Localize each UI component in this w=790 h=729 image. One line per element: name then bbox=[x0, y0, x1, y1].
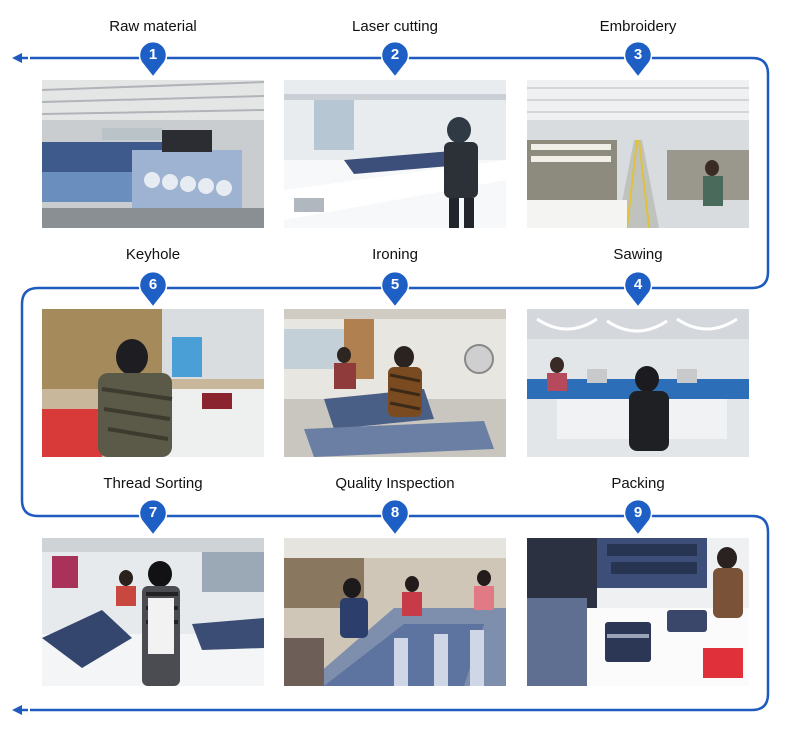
flow-connector-right-1 bbox=[20, 56, 770, 712]
pin-number-8: 8 bbox=[391, 504, 399, 521]
step-7-label: Thread Sorting bbox=[103, 475, 203, 492]
pin-number-3: 3 bbox=[634, 46, 642, 63]
pin-number-2: 2 bbox=[391, 46, 399, 63]
step-2-label: Laser cutting bbox=[352, 18, 438, 35]
pin-marker-7: 7 bbox=[137, 496, 169, 537]
photo-laser-cutting bbox=[284, 80, 506, 228]
pin-number-1: 1 bbox=[149, 46, 157, 63]
step-8-label: Quality Inspection bbox=[335, 475, 455, 492]
pin-number-9: 9 bbox=[634, 504, 642, 521]
photo-thread-sorting bbox=[42, 538, 264, 686]
step-4-label: Sawing bbox=[613, 246, 663, 263]
step-9-label: Packing bbox=[611, 475, 665, 492]
photo-ironing bbox=[284, 309, 506, 457]
step-6-label: Keyhole bbox=[125, 246, 181, 263]
step-1-label: Raw material bbox=[109, 18, 197, 35]
pin-marker-2: 2 bbox=[379, 38, 411, 79]
pin-marker-4: 4 bbox=[622, 268, 654, 309]
photo-quality-inspection bbox=[284, 538, 506, 686]
pin-marker-6: 6 bbox=[137, 268, 169, 309]
pin-marker-5: 5 bbox=[379, 268, 411, 309]
photo-embroidery bbox=[527, 80, 749, 228]
pin-number-4: 4 bbox=[634, 276, 643, 293]
photo-packing bbox=[527, 538, 749, 686]
pin-marker-1: 1 bbox=[137, 38, 169, 79]
photo-keyhole bbox=[42, 309, 264, 457]
photo-sawing bbox=[527, 309, 749, 457]
step-3-label: Embroidery bbox=[599, 18, 677, 35]
step-5-label: Ironing bbox=[372, 246, 418, 263]
pin-marker-3: 3 bbox=[622, 38, 654, 79]
pin-number-6: 6 bbox=[149, 276, 157, 293]
pin-marker-9: 9 bbox=[622, 496, 654, 537]
pin-number-7: 7 bbox=[149, 504, 157, 521]
photo-raw-material bbox=[42, 80, 264, 228]
pin-marker-8: 8 bbox=[379, 496, 411, 537]
pin-number-5: 5 bbox=[391, 276, 399, 293]
